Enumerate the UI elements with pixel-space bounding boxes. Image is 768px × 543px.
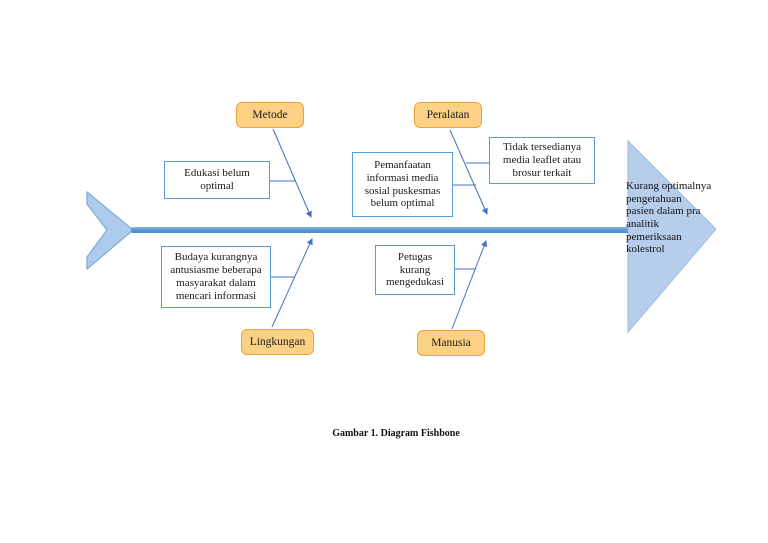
- category-box-metode: Metode: [236, 102, 304, 128]
- effect-text: Kurang optimalnya pengetahuan pasien dal…: [626, 180, 712, 256]
- branch-line-peralatan: [449, 129, 488, 215]
- fishbone-spine: [131, 227, 631, 233]
- cause-box-budaya: Budaya kurangnya antusiasme beberapa mas…: [161, 246, 271, 308]
- figure-caption: Gambar 1. Diagram Fishbone: [332, 428, 460, 439]
- fishbone-head-arrow: [627, 139, 717, 334]
- category-box-peralatan: Peralatan: [414, 102, 482, 128]
- category-box-lingkungan: Lingkungan: [241, 329, 314, 355]
- branch-line-metode: [272, 128, 312, 218]
- branch-line-lingkungan: [271, 238, 313, 328]
- branch-line-manusia: [451, 240, 488, 330]
- fishbone-tail-chevron: [86, 191, 134, 270]
- cause-box-leaflet: Tidak tersedianya media leaflet atau bro…: [489, 137, 595, 184]
- category-box-manusia: Manusia: [417, 330, 485, 356]
- cause-box-pemanfaatan: Pemanfaatan informasi media sosial puske…: [352, 152, 453, 217]
- cause-box-edukasi: Edukasi belum optimal: [164, 161, 270, 199]
- cause-box-petugas: Petugas kurang mengedukasi: [375, 245, 455, 295]
